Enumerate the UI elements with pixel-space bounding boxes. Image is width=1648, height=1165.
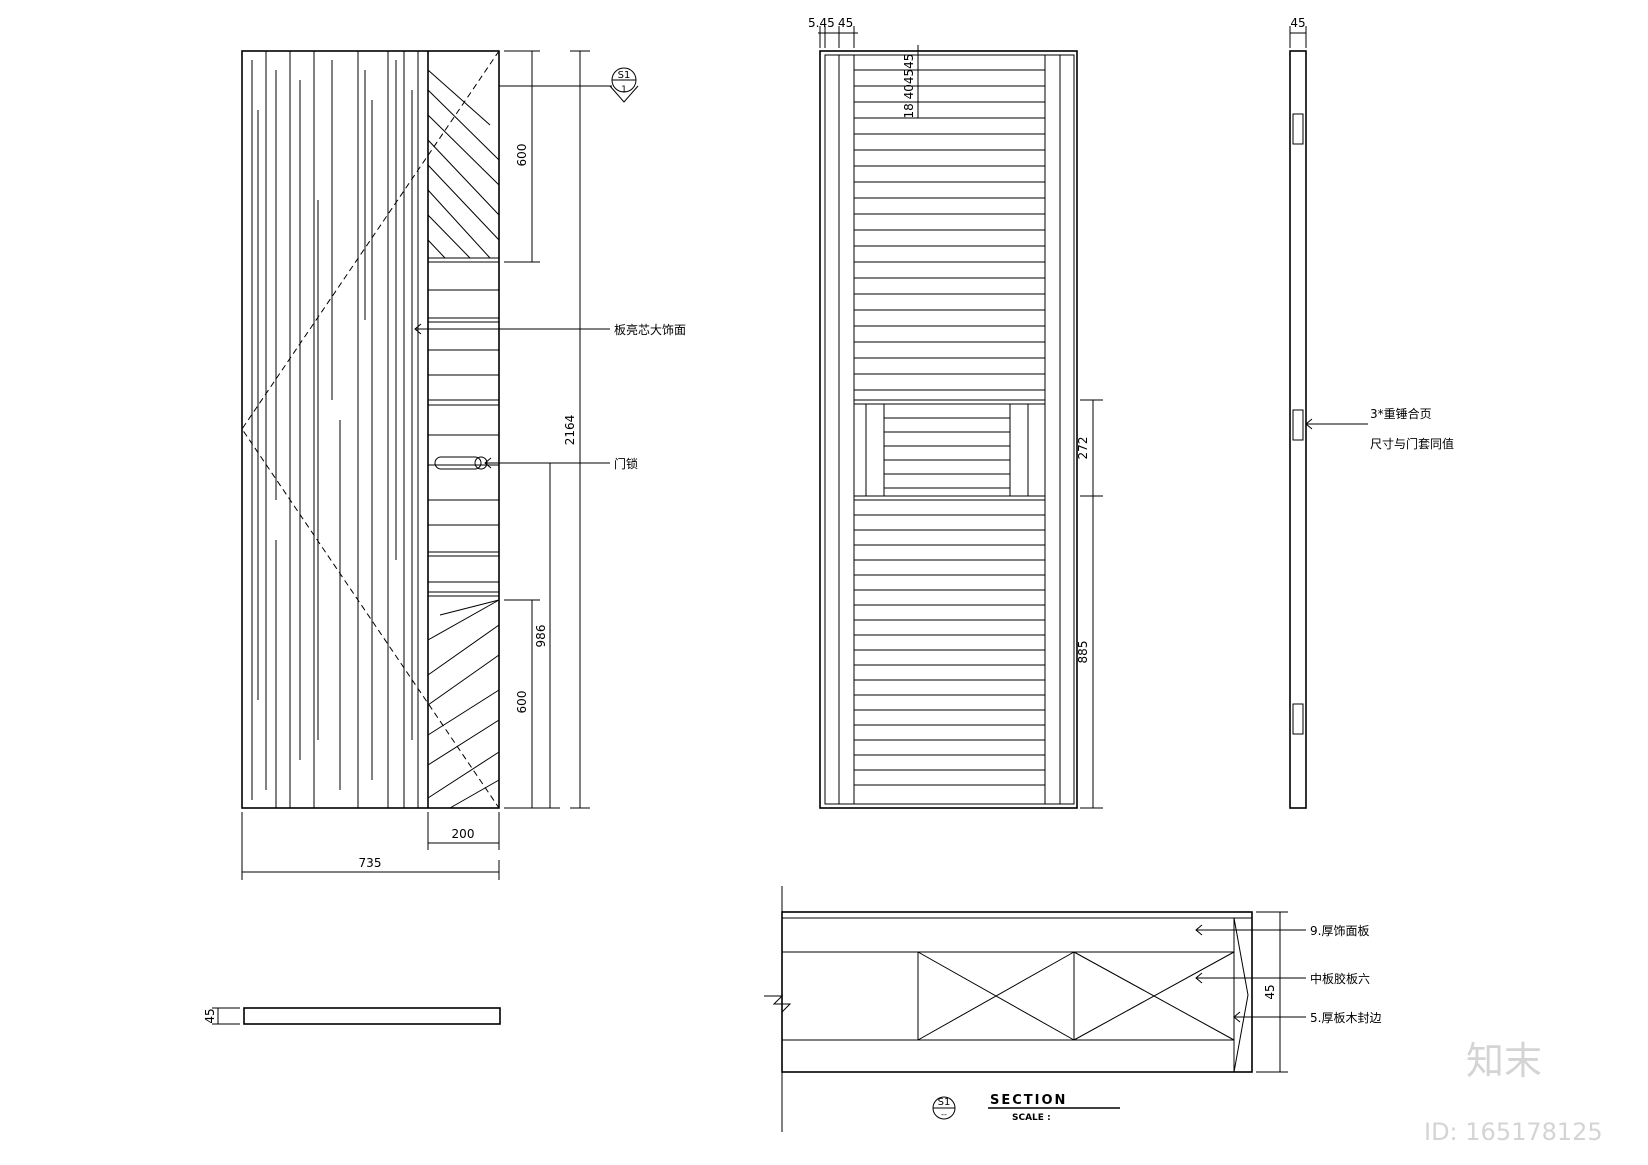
dim-back-slat-stack: 18 404545 bbox=[902, 54, 916, 119]
watermark-logo: 知末 bbox=[1466, 1039, 1542, 1083]
back-elevation: 5.45 45 18 404545 272 885 bbox=[808, 16, 1103, 809]
section-title: SECTION bbox=[990, 1093, 1067, 1108]
section-label-top: 9.厚饰面板 bbox=[1310, 924, 1369, 938]
dim-back-top-right: 45 bbox=[838, 16, 853, 30]
back-right-dims bbox=[1080, 399, 1103, 809]
handle-label: 门锁 bbox=[614, 456, 638, 471]
section-detail: 9.厚饰面板 中板胶板六 5.厚板木封边 45 S1 -- SECTION SC… bbox=[764, 886, 1381, 1132]
hinge-label-line1: 3*重锤合页 bbox=[1370, 406, 1432, 421]
back-middle-panel bbox=[854, 399, 1045, 501]
section-scale: SCALE : bbox=[1012, 1113, 1051, 1123]
bottom-diagonal-panel bbox=[427, 599, 500, 809]
hinge-middle bbox=[1292, 409, 1304, 441]
section-marker-s1: S1 1 bbox=[499, 67, 639, 103]
svg-text:S1: S1 bbox=[618, 70, 631, 81]
dim-section-thickness: 45 bbox=[1263, 984, 1277, 999]
front-door-outline bbox=[241, 50, 500, 809]
hinge-bottom bbox=[1292, 703, 1304, 735]
dim-front-height: 2164 bbox=[563, 415, 577, 446]
top-diagonal-panel bbox=[427, 69, 500, 263]
dim-back-bottom: 885 bbox=[1076, 641, 1090, 664]
watermark-id: ID: 165178125 bbox=[1424, 1118, 1603, 1146]
back-top-dims bbox=[818, 26, 924, 118]
swing-dashed-line bbox=[241, 50, 500, 809]
side-view: 45 3*重锤合页 尺寸与门套同值 bbox=[1289, 16, 1454, 809]
section-label-middle: 中板胶板六 bbox=[1310, 971, 1370, 986]
svg-text:S1: S1 bbox=[938, 1097, 951, 1108]
dim-bottom-panel: 600 bbox=[515, 691, 529, 714]
back-slats-top bbox=[854, 69, 1045, 391]
section-label-bottom: 5.厚板木封边 bbox=[1310, 1011, 1381, 1025]
core-cross-bracing bbox=[917, 951, 1235, 1041]
hinge-label-line2: 尺寸与门套同值 bbox=[1370, 436, 1454, 451]
hinge-top bbox=[1292, 113, 1304, 145]
back-slats-bottom bbox=[854, 514, 1045, 786]
front-horizontal-dims bbox=[241, 812, 500, 880]
door-handle bbox=[434, 456, 488, 470]
dim-back-top-left: 5.45 bbox=[808, 16, 835, 30]
face-label: 板亮芯大饰面 bbox=[614, 322, 686, 337]
front-elevation: 板亮芯大饰面 门锁 S1 1 2164 600 bbox=[241, 50, 686, 880]
svg-text:1: 1 bbox=[621, 85, 627, 95]
dim-panel-width: 200 bbox=[452, 827, 475, 841]
dim-top-panel: 600 bbox=[515, 144, 529, 167]
middle-slat-panel bbox=[428, 289, 499, 597]
plan-view: 45 bbox=[203, 1007, 501, 1025]
dim-side-thickness: 45 bbox=[1290, 16, 1305, 30]
wood-grain-lines bbox=[251, 51, 419, 808]
watermark: 知末 ID: 165178125 bbox=[1424, 1039, 1603, 1146]
front-vertical-dims bbox=[504, 50, 590, 809]
section-title-block: S1 -- SECTION SCALE : bbox=[932, 1093, 1120, 1123]
dim-plan-thickness: 45 bbox=[203, 1008, 217, 1023]
dim-front-width: 735 bbox=[359, 856, 382, 870]
dim-back-mid-panel: 272 bbox=[1076, 437, 1090, 460]
dim-handle-height: 986 bbox=[534, 625, 548, 648]
svg-text:--: -- bbox=[941, 1110, 947, 1119]
